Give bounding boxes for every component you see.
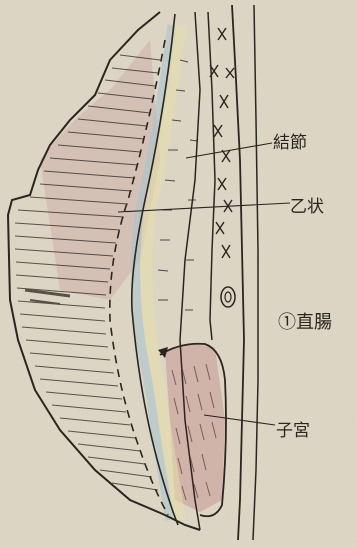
label-nodule: 結節	[273, 133, 307, 153]
label-uterus: 子宮	[276, 421, 310, 441]
label-sigmoid: 乙状	[290, 197, 324, 217]
label-rectum: ①直腸	[278, 312, 332, 333]
